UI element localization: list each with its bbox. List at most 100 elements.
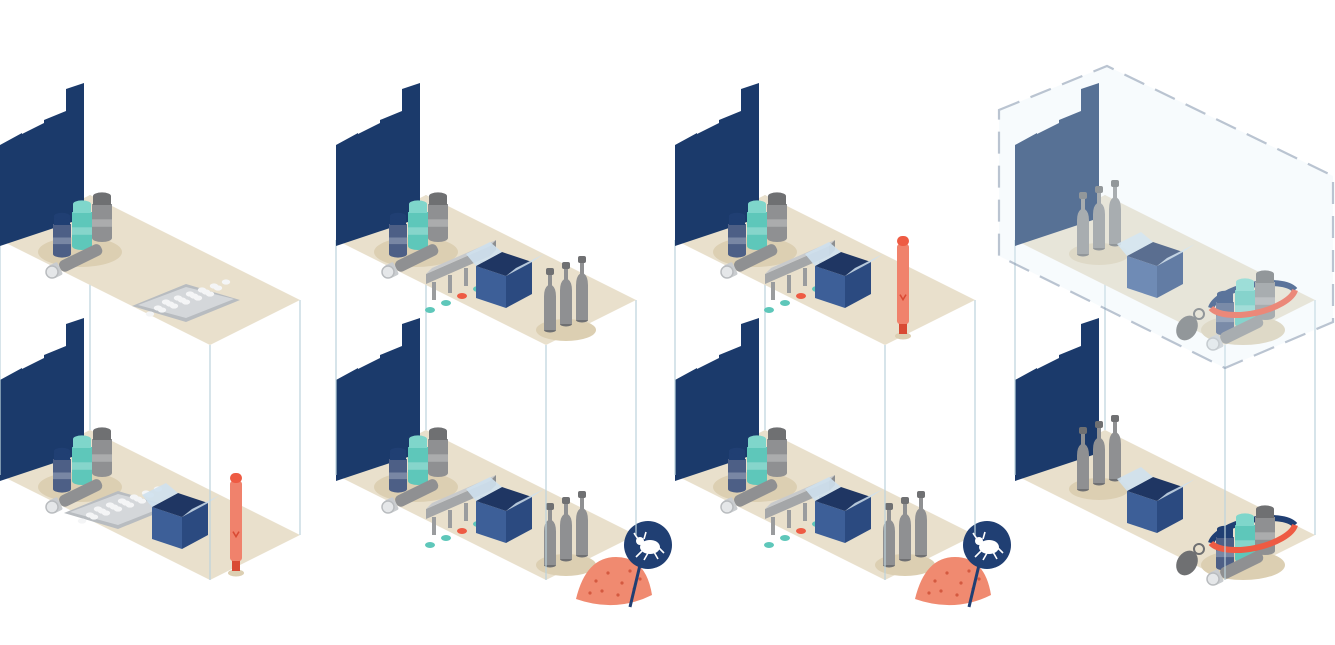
factory-silhouette xyxy=(336,83,420,246)
vial-cap xyxy=(1111,415,1119,422)
dust-speck xyxy=(600,589,603,592)
grey-bottle xyxy=(428,427,448,477)
bottle-label xyxy=(92,219,112,226)
vial-cap xyxy=(578,256,586,263)
vial xyxy=(915,491,927,558)
blister-pill xyxy=(158,307,166,312)
drop-marker xyxy=(425,307,435,313)
bottle-label xyxy=(767,219,787,226)
panel-2 xyxy=(336,22,672,607)
marker-body xyxy=(897,244,909,324)
bottle-cap-top xyxy=(729,213,745,219)
drop-marker xyxy=(764,542,774,548)
navy-bottle xyxy=(389,213,407,258)
bottle-label xyxy=(747,462,767,469)
drop-marker xyxy=(764,307,774,313)
panel-1 xyxy=(0,83,300,580)
dust-speck xyxy=(939,589,942,592)
vial-cap xyxy=(562,497,570,504)
bottle-cap-top xyxy=(390,213,406,219)
blister-pill xyxy=(90,514,98,519)
drop-marker xyxy=(796,528,806,534)
bottle-cap-top xyxy=(390,448,406,454)
marker-body xyxy=(230,481,242,561)
bottle-cap-top xyxy=(409,200,427,207)
bottle-cap-top xyxy=(1236,513,1254,520)
bottle-label xyxy=(408,227,428,234)
blister-pill xyxy=(126,502,134,507)
open-box xyxy=(805,0,883,308)
bottle-cap-top xyxy=(73,200,91,207)
grey-bottle xyxy=(92,427,112,477)
dust-speck xyxy=(977,577,980,580)
vial xyxy=(576,491,588,558)
blister-pill xyxy=(146,311,154,316)
drop-marker xyxy=(441,535,451,541)
blister-pill xyxy=(194,295,202,300)
bottle-label xyxy=(1255,532,1275,539)
drop-marker xyxy=(441,300,451,306)
blister-pill xyxy=(214,285,222,290)
grey-bottle xyxy=(92,192,112,242)
vial xyxy=(1109,415,1121,482)
dust-speck xyxy=(628,569,631,572)
bottle-cap-top xyxy=(54,213,70,219)
dust-speck xyxy=(594,579,597,582)
dust-speck xyxy=(927,591,930,594)
blister-pill xyxy=(170,303,178,308)
syringe-cap xyxy=(721,501,733,513)
bottle-label xyxy=(747,227,767,234)
dust-speck xyxy=(588,591,591,594)
navy-bottle xyxy=(53,448,71,493)
bottle-label xyxy=(389,473,407,480)
marker-cap xyxy=(897,236,909,246)
vial-cap xyxy=(546,268,554,275)
drop-marker xyxy=(780,535,790,541)
bottle-label xyxy=(767,454,787,461)
dust-speck xyxy=(933,579,936,582)
bottle-label xyxy=(428,454,448,461)
bottle-cap-top xyxy=(409,435,427,442)
syringe-cap xyxy=(1207,573,1219,585)
blister-pill xyxy=(102,510,110,515)
vial-body xyxy=(576,497,588,555)
dust-speck xyxy=(620,581,623,584)
panel-3 xyxy=(675,0,1011,607)
dust-speck xyxy=(638,577,641,580)
dust-speck xyxy=(967,569,970,572)
panel-4 xyxy=(999,0,1333,586)
drop-marker xyxy=(457,293,467,299)
dust-speck xyxy=(616,593,619,596)
bottle-label xyxy=(408,462,428,469)
drop-marker xyxy=(796,293,806,299)
bottle-cap-top xyxy=(73,435,91,442)
vial-body xyxy=(576,262,588,320)
bottle-label xyxy=(53,238,71,245)
upper-tier xyxy=(336,22,636,345)
vial xyxy=(576,256,588,323)
vial-cap xyxy=(578,491,586,498)
grey-bottle xyxy=(428,192,448,242)
upper-tier xyxy=(0,83,300,345)
navy-bottle xyxy=(728,213,746,258)
bottle-label xyxy=(728,238,746,245)
grey-bottle xyxy=(767,427,787,477)
bottle-label xyxy=(389,238,407,245)
marker-cap xyxy=(230,473,242,483)
navy-bottle xyxy=(53,213,71,258)
navy-bottle xyxy=(728,448,746,493)
teal-bottle xyxy=(408,435,428,485)
blister-pill xyxy=(182,299,190,304)
syringe-cap xyxy=(46,501,58,513)
factory-silhouette xyxy=(0,83,84,246)
dust-speck xyxy=(959,581,962,584)
bottle-label xyxy=(428,219,448,226)
dust-speck xyxy=(955,593,958,596)
factory-silhouette xyxy=(675,318,759,481)
highlight-enclosure xyxy=(999,66,1333,368)
navy-bottle xyxy=(389,448,407,493)
dust-speck xyxy=(945,571,948,574)
teal-bottle xyxy=(72,200,92,250)
bottle-label xyxy=(72,462,92,469)
